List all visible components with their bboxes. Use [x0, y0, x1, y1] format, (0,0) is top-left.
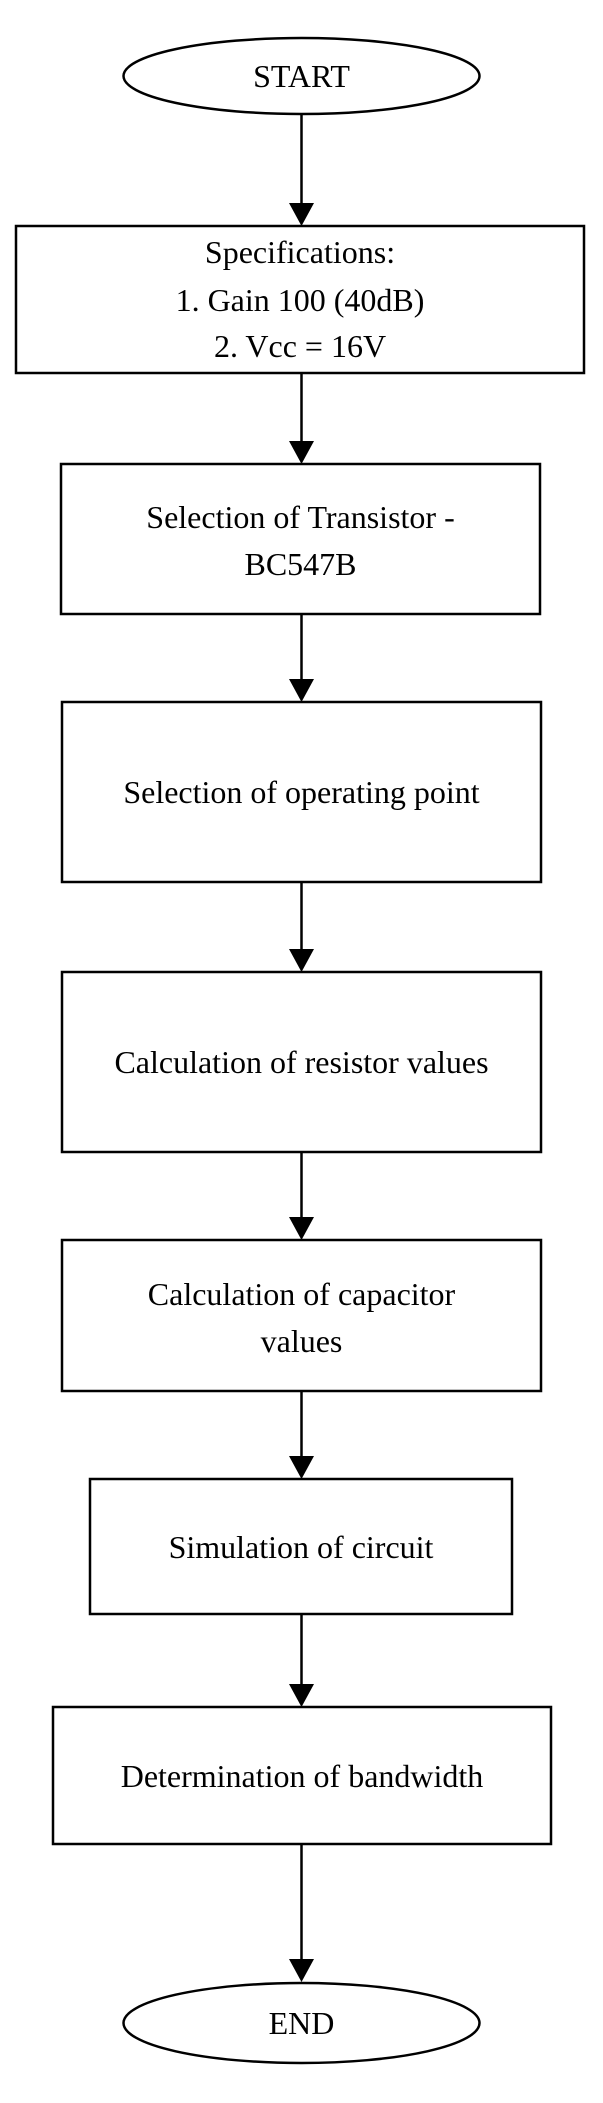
capacitor-calculation-line-2: values — [261, 1323, 343, 1359]
transistor-selection-line-2: BC547B — [244, 546, 356, 582]
start-label: START — [253, 58, 350, 94]
resistor-calculation-box: Calculation of resistor values — [60, 970, 543, 1154]
flowchart-edges — [289, 114, 314, 1982]
end-terminal: END — [122, 1981, 481, 2065]
bandwidth-label: Determination of bandwidth — [121, 1758, 484, 1794]
specifications-vcc: 2. Vcc = 16V — [214, 328, 386, 364]
specifications-title: Specifications: — [205, 234, 395, 270]
arrow-start-to-specifications — [289, 114, 314, 226]
capacitor-calculation-line-1: Calculation of capacitor — [148, 1276, 456, 1312]
arrow-bandwidth-to-end — [289, 1844, 314, 1982]
start-terminal: START — [122, 36, 481, 116]
resistor-calculation-label: Calculation of resistor values — [114, 1044, 488, 1080]
arrow-resistors-to-capacitors — [289, 1152, 314, 1240]
operating-point-box: Selection of operating point — [60, 700, 543, 884]
capacitor-calculation-box: Calculation of capacitor values — [60, 1238, 543, 1393]
arrow-capacitors-to-simulation — [289, 1391, 314, 1479]
arrow-simulation-to-bandwidth — [289, 1614, 314, 1707]
arrow-specifications-to-transistor — [289, 373, 314, 464]
transistor-selection-line-1: Selection of Transistor - — [146, 499, 454, 535]
bandwidth-box: Determination of bandwidth — [51, 1705, 553, 1846]
end-label: END — [269, 2005, 335, 2041]
arrow-operating-point-to-resistors — [289, 882, 314, 972]
transistor-selection-box: Selection of Transistor - BC547B — [59, 462, 542, 616]
specifications-gain: 1. Gain 100 (40dB) — [176, 282, 425, 318]
flowchart-nodes: START Specifications: 1. Gain 100 (40dB)… — [14, 36, 586, 2065]
simulation-label: Simulation of circuit — [169, 1529, 434, 1565]
simulation-box: Simulation of circuit — [88, 1477, 514, 1616]
operating-point-label: Selection of operating point — [123, 774, 479, 810]
specifications-box: Specifications: 1. Gain 100 (40dB) 2. Vc… — [14, 224, 586, 375]
arrow-transistor-to-operating-point — [289, 614, 314, 702]
